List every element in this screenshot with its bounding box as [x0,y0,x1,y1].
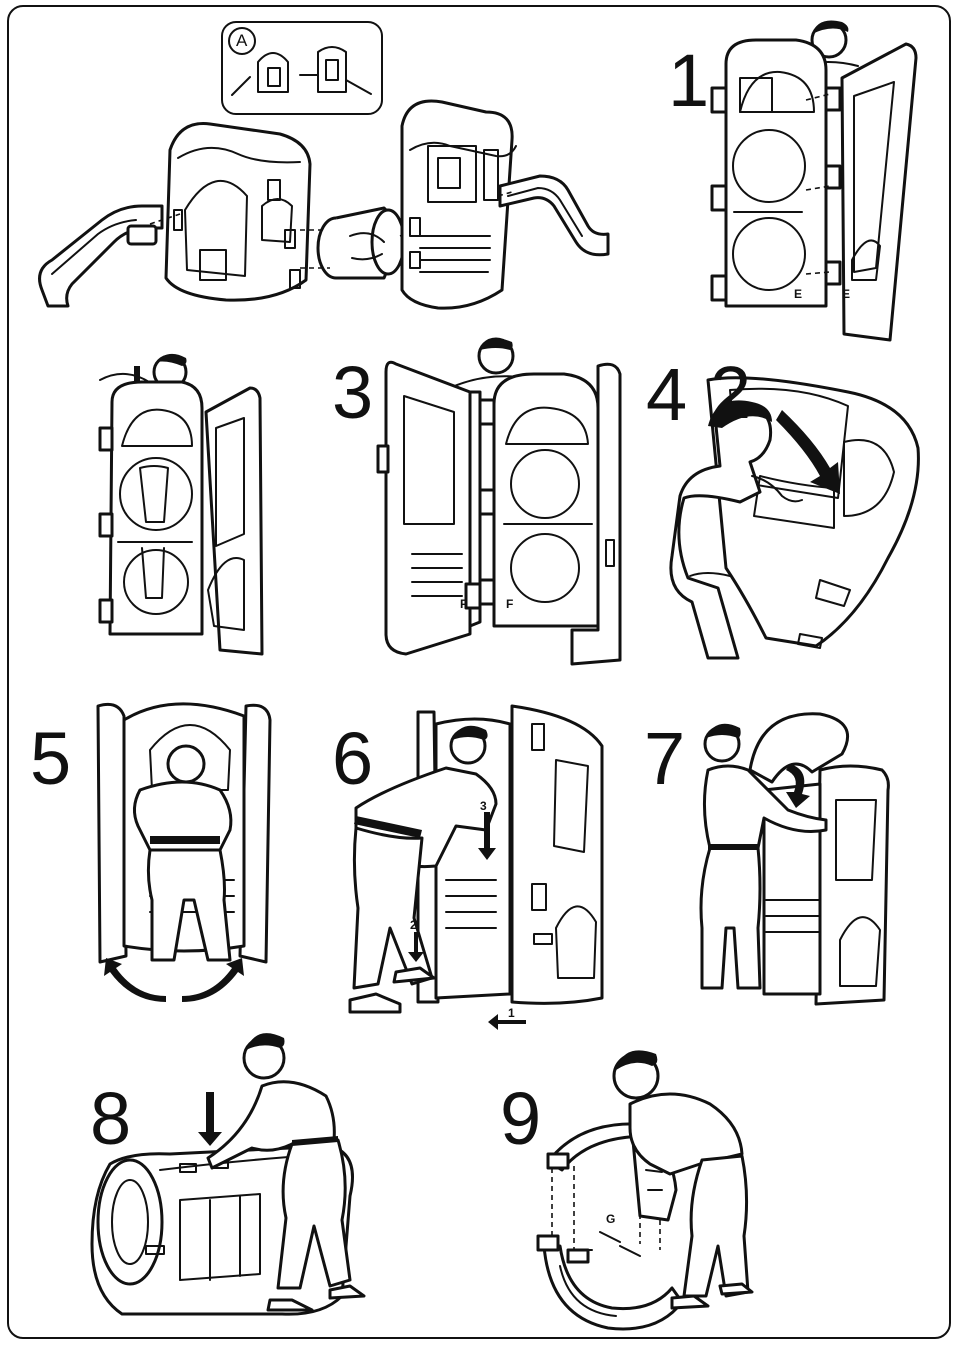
step-1-label-e-right: E [842,287,851,301]
step-6-arrow-label-1: 1 [508,1006,515,1020]
step-number-9: 9 [500,1077,542,1160]
instruction-sheet [7,5,951,1339]
step-number-6: 6 [332,717,374,800]
step-4-illustration [669,376,920,660]
step-7-illustration [699,712,890,1006]
step-6-arrow-label-3: 3 [480,799,487,813]
step-2-illustration [98,353,264,656]
step-9-label-g: G [606,1212,616,1226]
step-5-illustration [96,702,272,1002]
overview-thumbnail [221,21,383,115]
step-6-illustration [348,704,604,1030]
step-9-illustration [536,1050,754,1331]
step-3-illustration [376,337,622,666]
step-1-illustration [710,20,918,342]
step-3-label-f-left: F [460,597,468,611]
step-number-7: 7 [644,717,686,800]
step-number-2: 2 [710,351,752,434]
step-6-arrow-label-2: 2 [410,918,417,932]
step-number-5: 5 [30,717,72,800]
overview-badge: A [236,31,248,50]
step-3-label-f-right: F [506,597,514,611]
step-number-4: 4 [646,353,688,436]
step-8-illustration [90,1033,366,1316]
step-1-label-e-left: E [794,287,803,301]
step-number-1: 1 [668,39,710,122]
step-number-3: 3 [332,351,374,434]
overview-exploded-view [38,99,610,310]
step-number-8: 8 [90,1077,132,1160]
